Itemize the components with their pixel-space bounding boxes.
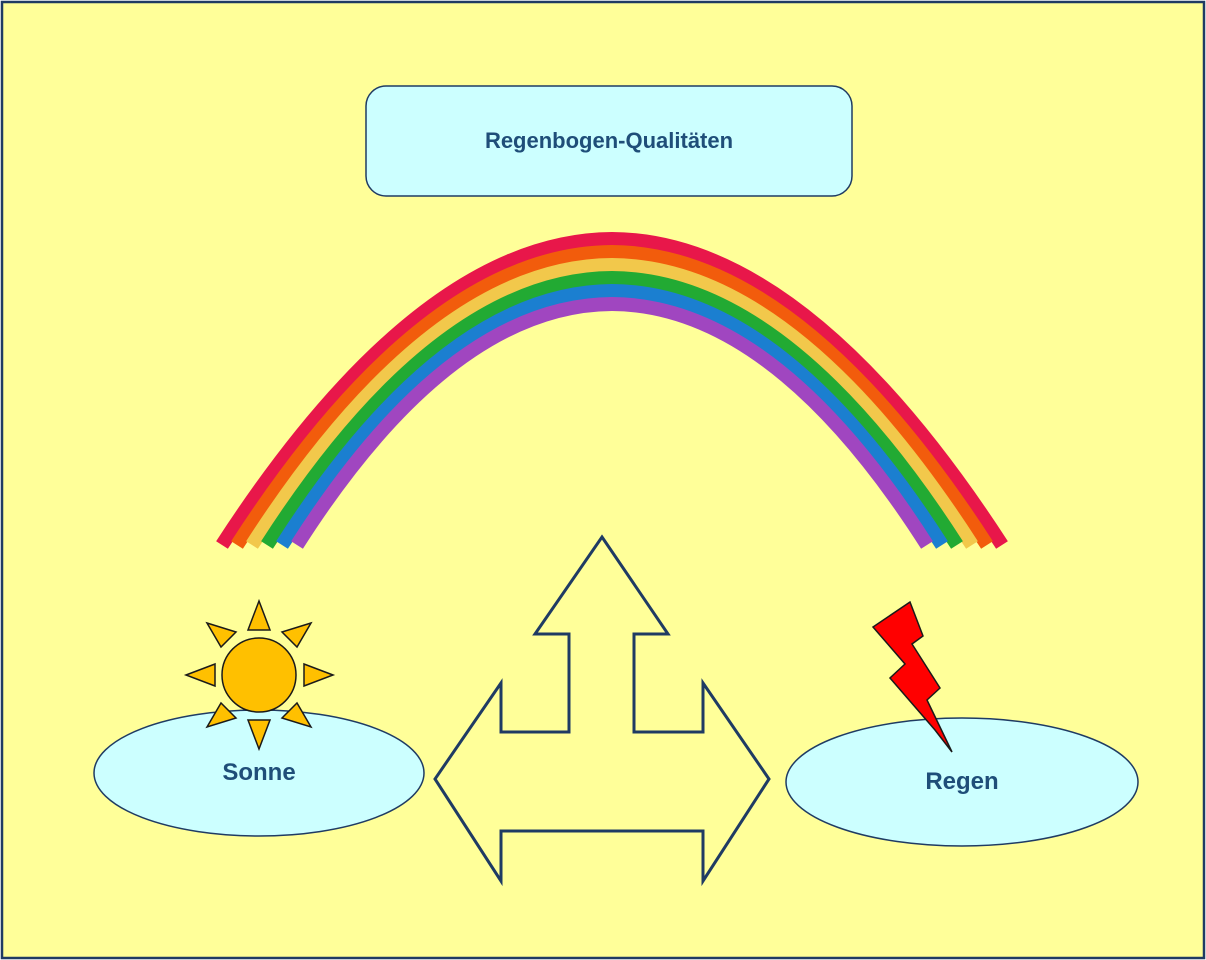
rainbow-band-yellow bbox=[246, 257, 978, 549]
sun-icon bbox=[183, 598, 336, 752]
sun-ray-bottom bbox=[246, 719, 272, 752]
rainbow-icon bbox=[216, 231, 1008, 549]
rainbow-band-orange bbox=[231, 244, 993, 549]
sun-ray-bottom-left bbox=[205, 701, 238, 729]
rainbow-band-blue bbox=[276, 283, 948, 549]
sun-core bbox=[221, 637, 297, 713]
three-way-arrow-icon bbox=[433, 534, 771, 887]
lightning-icon bbox=[871, 600, 953, 753]
sun-ray-left bbox=[183, 662, 216, 688]
sun-ray-top bbox=[246, 598, 272, 631]
rainbow-band-red bbox=[216, 231, 1008, 549]
sun-ray-top-left bbox=[205, 621, 238, 649]
sun-ray-top-right bbox=[280, 621, 313, 649]
rainbow-band-purple bbox=[291, 296, 933, 549]
sun-ray-bottom-right bbox=[280, 701, 313, 729]
regen-ellipse bbox=[785, 717, 1139, 847]
rainbow-band-green bbox=[261, 270, 963, 549]
sun-ray-right bbox=[303, 662, 336, 688]
title-box bbox=[365, 85, 853, 197]
